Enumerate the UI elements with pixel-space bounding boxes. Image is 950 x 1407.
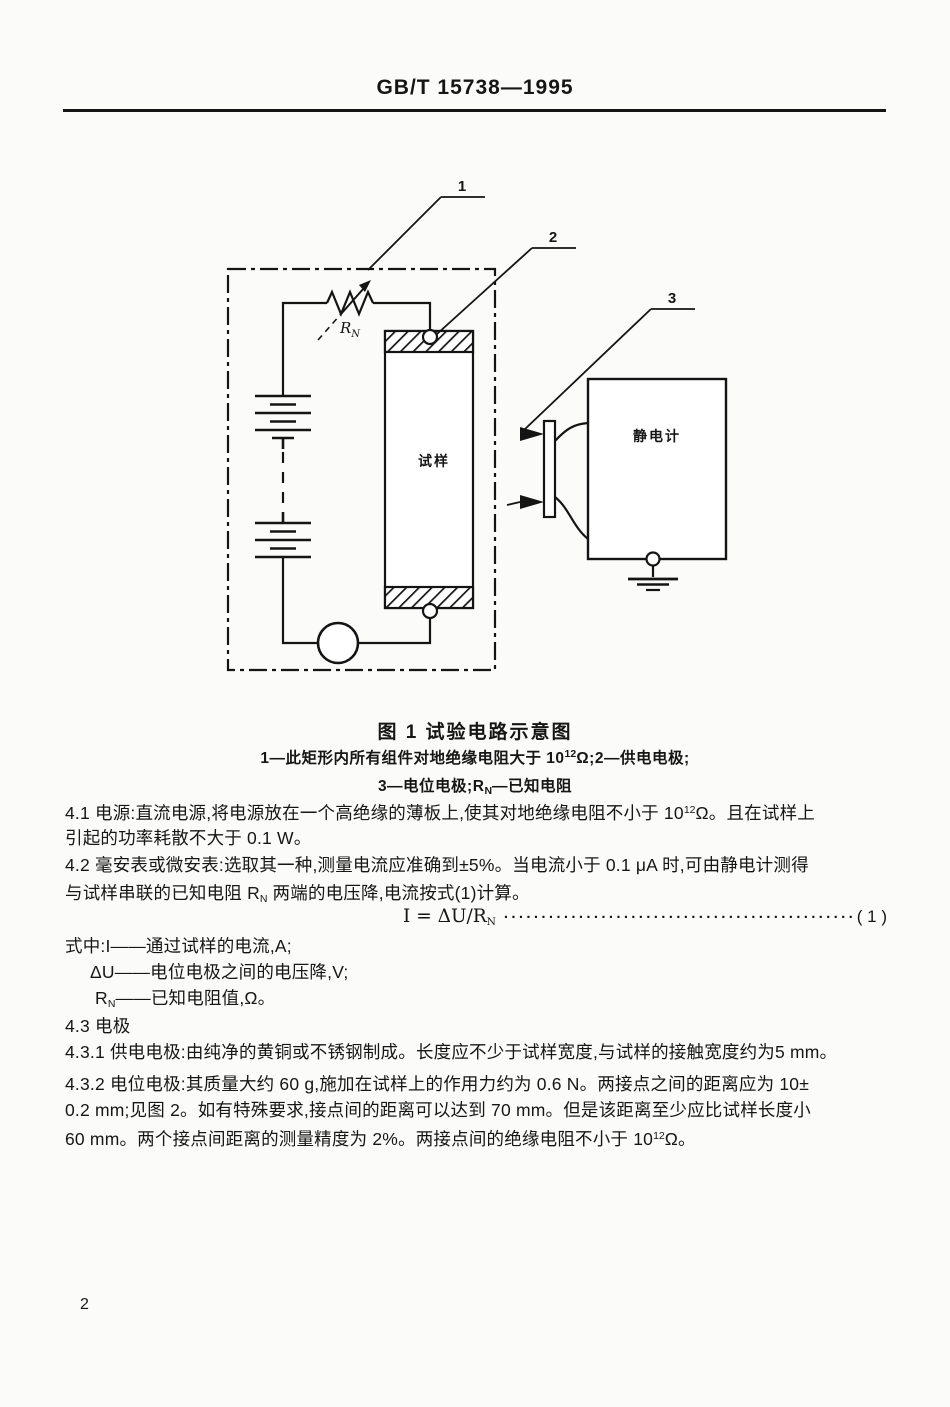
clause-4-3-2-line-3: 60 mm。两个接点间距离的测量精度为 2%。两接点间的绝缘电阻不小于 1012… bbox=[65, 1129, 696, 1149]
clause-4-3-2-line-1: 4.3.2 电位电极:其质量大约 60 g,施加在试样上的作用力约为 0.6 N… bbox=[65, 1074, 810, 1094]
circuit-wires bbox=[281, 301, 432, 645]
ammeter-symbol bbox=[316, 621, 360, 665]
equation-number: ( 1 ) bbox=[856, 907, 887, 926]
figure-legend-line-2: 3—电位电极;RN—已知电阻 bbox=[377, 778, 573, 797]
where-clause-resistance: RN——已知电阻值,Ω。 bbox=[95, 988, 276, 1010]
callout-3-label: 3 bbox=[668, 290, 676, 307]
clause-4-2-line-2: 与试样串联的已知电阻 RN 两端的电压降,电流按式(1)计算。 bbox=[65, 883, 530, 905]
electrometer-box: 静电计 bbox=[586, 377, 728, 561]
callout-1-label: 1 bbox=[458, 178, 466, 195]
callout-2-label: 2 bbox=[549, 229, 557, 246]
test-circuit-diagram: RN 试样 静电计 bbox=[226, 178, 728, 672]
equation-1: I = ΔU/RN ······························… bbox=[65, 906, 887, 928]
bottom-terminal bbox=[421, 602, 439, 620]
resistor-label: RN bbox=[339, 319, 361, 340]
probe-arrow-bottom bbox=[520, 495, 544, 509]
where-clause-current: 式中:I——通过试样的电流,A; bbox=[65, 936, 292, 956]
document-number-title: GB/T 15738—1995 bbox=[376, 76, 574, 99]
top-terminal bbox=[421, 328, 439, 346]
specimen-label: 试样 bbox=[418, 453, 450, 469]
electrometer-label: 静电计 bbox=[633, 428, 681, 444]
callout-2: 2 bbox=[436, 229, 576, 335]
clause-4-3-1: 4.3.1 供电电极:由纯净的黄铜或不锈钢制成。长度应不少于试样宽度,与试样的接… bbox=[65, 1042, 838, 1062]
specimen-assembly: 试样 bbox=[383, 328, 475, 620]
insulation-boundary-rect bbox=[226, 267, 497, 672]
header-rule bbox=[63, 109, 886, 112]
clause-4-1-line-2: 引起的功率耗散不大于 0.1 W。 bbox=[65, 828, 312, 848]
battery-symbol bbox=[255, 394, 311, 559]
known-resistor: RN bbox=[317, 280, 375, 341]
equation-expression: I = ΔU/RN bbox=[403, 906, 496, 928]
figure-legend-line-1: 1—此矩形内所有组件对地绝缘电阻大于 1012Ω;2—供电电极; bbox=[260, 748, 690, 767]
callout-1: 1 bbox=[367, 178, 485, 271]
resistor-arrowhead bbox=[359, 280, 371, 292]
potential-electrode bbox=[506, 419, 589, 540]
equation-dot-leader: ········································… bbox=[503, 909, 855, 926]
probe-lead-top bbox=[554, 421, 589, 442]
clause-4-3-heading: 4.3 电极 bbox=[65, 1016, 131, 1036]
where-clause-voltage: ΔU——电位电极之间的电压降,V; bbox=[90, 962, 349, 982]
clause-4-3-2-line-2: 0.2 mm;见图 2。如有特殊要求,接点间的距离可以达到 70 mm。但是该距… bbox=[65, 1100, 812, 1120]
clause-4-1-line-1: 4.1 电源:直流电源,将电源放在一个高绝缘的薄板上,使其对地绝缘电阻不小于 1… bbox=[65, 803, 815, 823]
page-number: 2 bbox=[80, 1296, 89, 1313]
clause-4-2-line-1: 4.2 毫安表或微安表:选取其一种,测量电流应准确到±5%。当电流小于 0.1 … bbox=[65, 855, 809, 875]
probe-lead-bottom bbox=[554, 496, 589, 540]
ground-symbol bbox=[628, 551, 678, 592]
figure-caption: 图 1 试验电路示意图 bbox=[377, 722, 573, 743]
probe-arrow-top bbox=[520, 427, 544, 441]
callout-3: 3 bbox=[523, 290, 695, 431]
